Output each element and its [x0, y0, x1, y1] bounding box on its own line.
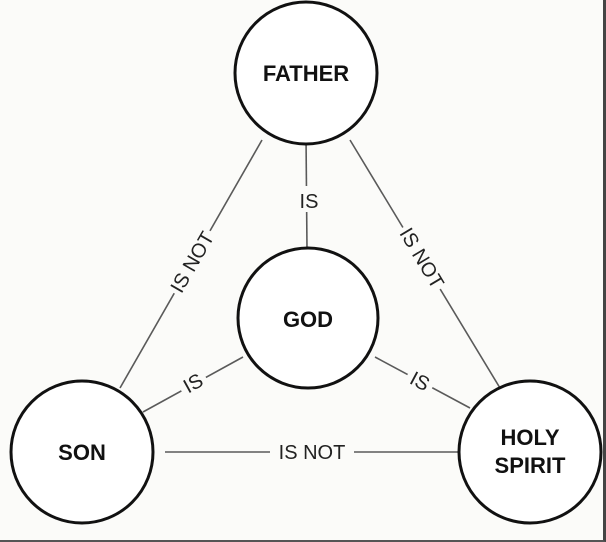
label-father-god: IS	[296, 186, 320, 213]
node-father-circle	[233, 0, 379, 146]
label-father-son: IS NOT	[161, 223, 221, 300]
node-god-circle	[236, 246, 380, 390]
node-holy-spirit-label-line1: HOLY	[500, 425, 559, 450]
label-son-spirit: IS NOT	[270, 438, 354, 466]
node-son: SON	[9, 379, 155, 525]
label-father-spirit: IS NOT	[393, 219, 453, 296]
node-son-label: SON	[58, 440, 106, 465]
label-father-god-text: IS	[300, 191, 319, 213]
node-father: FATHER	[233, 0, 379, 146]
node-holy-spirit-circle	[457, 379, 603, 525]
node-father-label: FATHER	[263, 61, 349, 86]
label-son-spirit-text: IS NOT	[279, 442, 346, 464]
node-god-label: GOD	[283, 307, 333, 332]
node-son-circle	[9, 379, 155, 525]
node-holy-spirit-label-line2: SPIRIT	[495, 453, 566, 478]
label-spirit-god: IS	[402, 362, 439, 399]
node-holy-spirit: HOLY SPIRIT	[457, 379, 603, 525]
node-god: GOD	[236, 246, 380, 390]
label-son-god: IS	[173, 363, 212, 401]
